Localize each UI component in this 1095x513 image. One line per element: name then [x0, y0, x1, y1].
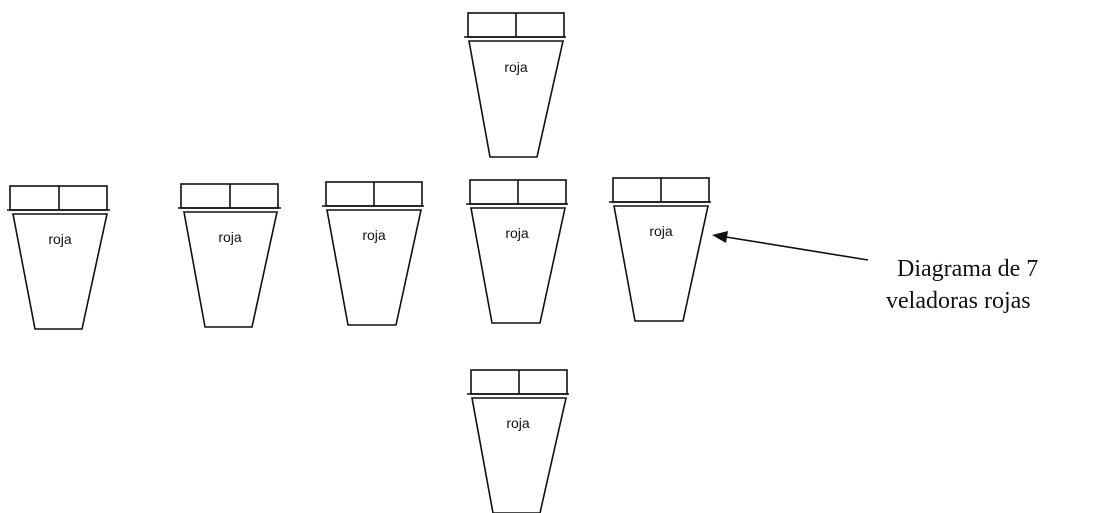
arrow-head	[712, 231, 728, 243]
candle-row-5: roja	[609, 177, 711, 322]
candle-label: roja	[504, 59, 528, 75]
diagram-caption-line-1: Diagrama de 7	[897, 256, 1038, 282]
candle-bottom: roja	[467, 369, 569, 513]
candle-body	[471, 397, 568, 513]
candle-label: roja	[48, 231, 72, 247]
candle-center: roja	[466, 179, 568, 324]
candle-body	[12, 213, 108, 330]
candle-label: roja	[505, 225, 529, 241]
candle-label: roja	[362, 227, 386, 243]
candle-body	[613, 205, 709, 322]
candle-body	[468, 40, 564, 158]
arrow-shaft	[725, 236, 869, 261]
candle-body	[183, 211, 278, 328]
candle-row-3: roja	[322, 181, 424, 326]
diagram-caption-line-2: veladoras rojas	[886, 288, 1031, 314]
pointer-arrow	[712, 231, 869, 261]
candle-label: roja	[649, 223, 673, 239]
candle-body	[470, 207, 566, 324]
candle-body	[326, 209, 422, 326]
candle-top: roja	[464, 12, 566, 158]
candle-label: roja	[506, 415, 530, 431]
candle-row-1: roja	[7, 185, 110, 330]
candle-row-2: roja	[178, 183, 281, 328]
candle-label: roja	[218, 229, 242, 245]
